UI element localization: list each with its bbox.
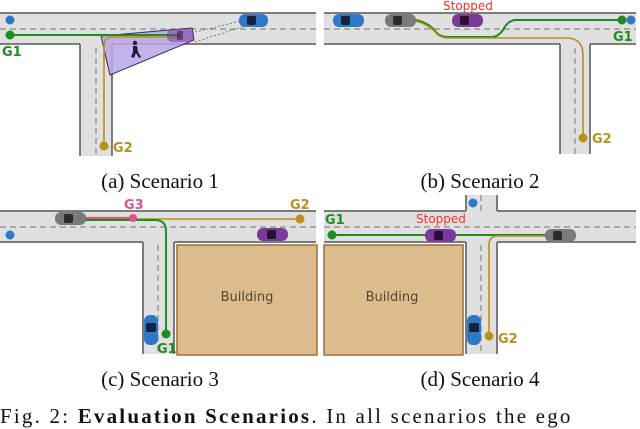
scenario-2-panel: Stopped G1 G2 xyxy=(320,0,640,160)
g2-label: G2 xyxy=(290,198,310,213)
g3-label: G3 xyxy=(124,198,144,213)
g1-label: G1 xyxy=(325,213,345,228)
g2-label: G2 xyxy=(592,132,612,147)
figure-caption-title: Evaluation Scenarios xyxy=(77,404,312,428)
g2-label: G2 xyxy=(113,141,133,156)
g1-label: G1 xyxy=(613,30,633,45)
scenario-1-panel: G1 G2 xyxy=(0,0,320,160)
blue-car xyxy=(144,315,158,345)
purple-car xyxy=(257,228,288,241)
g2-goal-marker xyxy=(99,141,109,151)
stopped-purple-car xyxy=(452,14,483,27)
g2-path xyxy=(103,36,180,146)
stopped-label: Stopped xyxy=(416,212,466,226)
building xyxy=(323,244,464,356)
stopped-purple-car xyxy=(425,229,456,242)
scenario-4-panel: Building Stopped G1 G2 xyxy=(320,195,640,360)
ego-gray-car xyxy=(545,229,576,242)
building xyxy=(176,244,318,356)
scenario-3-panel: Building G3 G2 G1 xyxy=(0,195,320,360)
building-label: Building xyxy=(366,290,419,305)
blue-car xyxy=(239,14,268,27)
ego-gray-car xyxy=(55,212,86,225)
figure-caption-prefix: Fig. 2: xyxy=(0,404,78,428)
g1-goal-marker xyxy=(5,30,15,40)
ego-gray-car xyxy=(385,14,416,27)
stopped-label: Stopped xyxy=(443,0,493,13)
occluded-purple-car xyxy=(167,29,194,42)
building-label: Building xyxy=(221,290,274,305)
g1-label: G1 xyxy=(2,45,22,60)
blue-car xyxy=(333,14,364,27)
g2-label: G2 xyxy=(498,332,518,347)
caption-b: (b) Scenario 2 xyxy=(420,169,540,193)
caption-c: (c) Scenario 3 xyxy=(101,367,219,391)
caption-a: (a) Scenario 1 xyxy=(101,169,219,193)
figure-caption-text: . In all scenarios the ego xyxy=(311,404,573,428)
figure-caption: Fig. 2: Evaluation Scenarios. In all sce… xyxy=(0,404,573,429)
g1-label: G1 xyxy=(157,342,177,357)
pedestrian-icon xyxy=(131,40,141,58)
blue-dot xyxy=(5,15,15,25)
caption-d: (d) Scenario 4 xyxy=(420,367,540,391)
blue-car xyxy=(467,315,481,345)
